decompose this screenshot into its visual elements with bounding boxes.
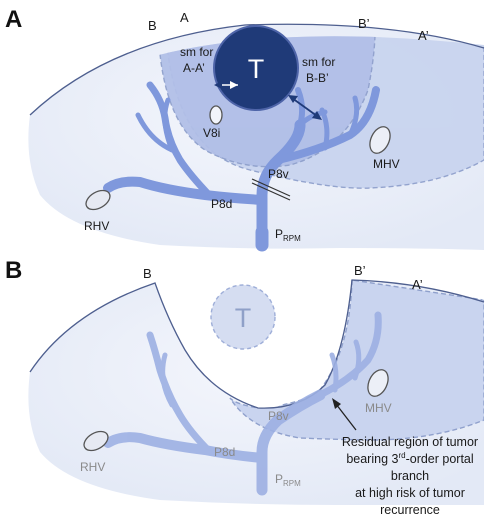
portal-branches-a xyxy=(103,81,380,252)
p8d-label-a: P8d xyxy=(211,197,232,211)
p8v-label-a: P8v xyxy=(268,167,289,181)
margin-left-line2: A-A’ xyxy=(183,61,205,75)
mhv-vessel-a xyxy=(369,126,391,154)
v8i-vessel xyxy=(209,105,223,125)
liver-edge-b xyxy=(29,279,485,409)
label-b: B xyxy=(148,18,157,33)
margin-right-line1: sm for xyxy=(302,55,335,69)
p8d-label-b: P8d xyxy=(214,445,235,459)
tumor-a xyxy=(213,25,299,111)
residual-caption: Residual region of tumor bearing 3rd-ord… xyxy=(342,435,478,517)
liver-top-edge-a xyxy=(29,23,485,116)
label-b-prime: B’ xyxy=(358,16,370,31)
label-b-panel-b: B xyxy=(143,266,152,281)
residual-line-3: branch xyxy=(391,469,429,483)
margin-arrow-a-aprime xyxy=(214,81,238,89)
rhv-label-b: RHV xyxy=(80,460,105,474)
margin-arrow-b-bprime xyxy=(288,95,322,120)
label-a-prime-panel-b: A’ xyxy=(412,277,423,292)
tumor-a-label: T xyxy=(248,54,265,84)
panel-a-letter: A xyxy=(5,6,22,33)
portal-branches-b xyxy=(103,311,382,496)
p8v-cut-marks xyxy=(251,178,291,201)
prpm-label-b: PRPM xyxy=(275,472,301,488)
mhv-label-b: MHV xyxy=(365,401,392,415)
v8i-label: V8i xyxy=(203,126,220,140)
rhv-vessel-a xyxy=(85,189,111,211)
residual-line-4: at high risk of tumor xyxy=(355,486,465,500)
residual-arrow xyxy=(332,398,357,431)
mhv-label-a: MHV xyxy=(373,157,400,171)
p8v-label-b: P8v xyxy=(268,409,289,423)
prpm-label-a: PRPM xyxy=(275,227,301,243)
rhv-vessel-b xyxy=(83,430,109,452)
tumor-b-label: T xyxy=(235,303,252,333)
label-a: A xyxy=(180,10,189,25)
mhv-vessel-b xyxy=(367,369,389,397)
residual-line-5: recurrence xyxy=(380,503,440,517)
margin-left-line1: sm for xyxy=(180,45,213,59)
tumor-b-resected xyxy=(210,284,276,350)
residual-line-1: Residual region of tumor xyxy=(342,435,478,449)
rhv-label-a: RHV xyxy=(84,219,109,233)
label-b-prime-panel-b: B’ xyxy=(354,263,366,278)
label-a-prime: A’ xyxy=(418,28,429,43)
panel-a: A xyxy=(5,6,485,252)
panel-b: B T B B’ xyxy=(5,257,485,517)
residual-line-2: bearing 3rd-order portal xyxy=(346,451,473,466)
margin-right-line2: B-B’ xyxy=(306,71,329,85)
panel-b-letter: B xyxy=(5,257,22,284)
